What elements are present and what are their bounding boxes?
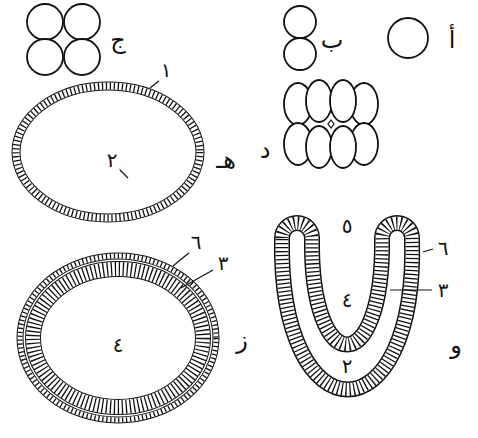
zygote-cell [388,18,428,58]
callout-number: ٢ [105,149,120,171]
blastomere [306,126,332,168]
gastrula-wall-outline [282,223,412,390]
leader-line [118,168,128,178]
figure-letter: أ [447,27,458,53]
blastomere [330,126,356,168]
blastomere [284,38,316,70]
figure-letter: ج [108,27,128,53]
leader-line [181,270,213,288]
outer-layer-fill [20,256,216,420]
morula [284,80,378,168]
callout-number: ٦ [436,237,451,259]
blastomere [64,39,100,75]
blastoderm-fill [16,86,200,218]
callout-number: ٢ [340,355,355,377]
inner-layer-hatch [33,269,203,407]
callout-number: ٣ [216,252,231,274]
inner-layer-outline [33,269,203,407]
inner-layer-fill [33,269,203,407]
figure-letter: هـ [214,147,238,173]
leader-line [423,249,433,252]
blastoderm-hatch [16,86,200,218]
leader-line [390,289,432,290]
callout-number: ٥ [340,215,355,237]
leader-line [173,252,190,266]
blastomere [64,4,100,40]
blastomere [306,80,332,122]
blastomere [27,4,63,40]
figure-letter: و [448,332,464,358]
gastrula [282,223,433,390]
blastomere [284,6,316,38]
callout-number: ١ [159,59,174,81]
blastomere [27,39,63,75]
two-layer-embryo [20,252,216,420]
gastrula-wall-fill [282,223,412,390]
blastula [16,80,200,218]
callout-number: ٤ [340,289,355,311]
callout-number: ٤ [111,334,126,356]
leader-line [150,80,160,88]
callout-number: ٦ [189,231,204,253]
gastrula-wall-hatch [282,223,412,390]
outer-layer-hatch [20,256,216,420]
blastomere [330,80,356,122]
center-gap [328,120,334,128]
blastoderm-outline [16,86,200,218]
outer-layer-outline [20,256,216,420]
callout-number: ٣ [436,279,451,301]
figure-letter: ز [234,327,250,353]
figure-letter: ب [319,27,346,53]
figure-letter: د [258,137,273,163]
